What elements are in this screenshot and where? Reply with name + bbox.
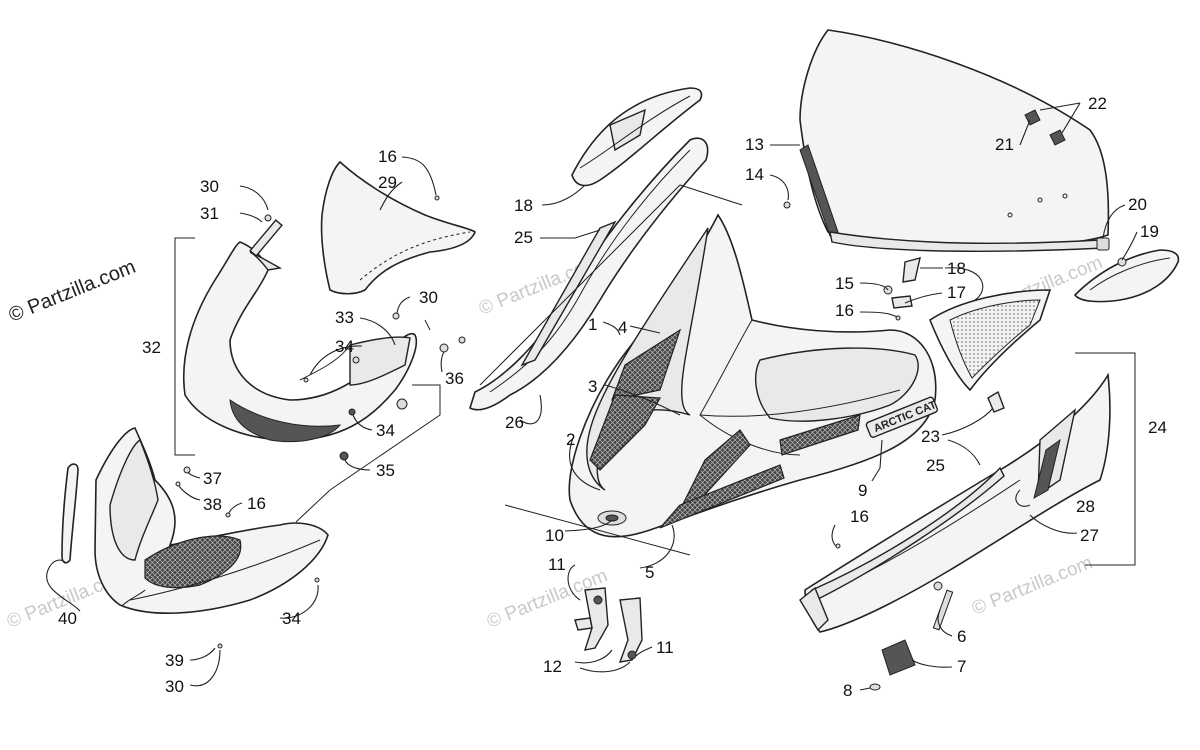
callout-label: 10 <box>545 526 564 545</box>
callout-label: 24 <box>1148 418 1167 437</box>
nose-trim-strip-part <box>61 463 79 564</box>
watermark-faint: © Partzilla.com <box>969 552 1096 619</box>
callout-label: 20 <box>1128 195 1147 214</box>
callout-label: 8 <box>843 681 852 700</box>
callout-label: 34 <box>376 421 395 440</box>
callout-label: 33 <box>335 308 354 327</box>
callout-label: 29 <box>378 173 397 192</box>
callout-label: 39 <box>165 651 184 670</box>
callout-label: 11 <box>656 638 674 657</box>
callout-label: 1 <box>588 315 597 334</box>
callout-label: 16 <box>378 147 397 166</box>
callout-label: 17 <box>947 283 966 302</box>
callout-label: 36 <box>445 369 464 388</box>
callout-label: 21 <box>995 135 1014 154</box>
nose-upper-part <box>182 241 417 443</box>
callout-label: 34 <box>282 609 301 628</box>
callout-label: 11 <box>548 555 566 574</box>
nose-lower-part <box>94 427 329 615</box>
callout-label: 40 <box>58 609 77 628</box>
side-vent-right-part <box>929 289 1052 392</box>
callout-label: 5 <box>645 563 654 582</box>
callout-label: 25 <box>514 228 533 247</box>
callout-label: 4 <box>618 318 627 337</box>
callout-label: 27 <box>1080 526 1099 545</box>
callout-labels: 1 2 3 4 5 6 7 8 9 10 11 11 12 13 14 15 1… <box>58 94 1167 700</box>
callout-label: 28 <box>1076 497 1095 516</box>
callout-label: 15 <box>835 274 854 293</box>
callout-label: 2 <box>566 430 575 449</box>
callout-label: 32 <box>142 338 161 357</box>
callout-label: 34 <box>335 337 354 356</box>
callout-label: 31 <box>200 204 219 223</box>
callout-label: 16 <box>835 301 854 320</box>
hood-fin-part <box>571 87 703 187</box>
hardware-fasteners <box>175 109 1066 649</box>
callout-label: 26 <box>505 413 524 432</box>
callout-label: 16 <box>247 494 266 513</box>
watermark-main: © Partzilla.com <box>6 256 139 327</box>
callout-label: 30 <box>419 288 438 307</box>
callout-label: 14 <box>745 165 764 184</box>
callout-label: 6 <box>957 627 966 646</box>
callout-label: 7 <box>957 657 966 676</box>
side-panel-right-part <box>799 372 1111 633</box>
callout-label: 18 <box>514 196 533 215</box>
callout-label: 37 <box>203 469 222 488</box>
callout-label: 18 <box>947 259 966 278</box>
nose-cover-part <box>320 160 476 295</box>
hood-side-strip-left-part <box>469 137 709 411</box>
windshield-part <box>799 29 1110 253</box>
callout-label: 35 <box>376 461 395 480</box>
callout-label: 13 <box>745 135 764 154</box>
callout-label: 22 <box>1088 94 1107 113</box>
bracket-part <box>574 587 643 663</box>
callout-label: 30 <box>165 677 184 696</box>
callout-label: 12 <box>543 657 562 676</box>
leader-lines <box>46 102 1138 691</box>
callout-label: 19 <box>1140 222 1159 241</box>
callout-label: 9 <box>858 481 867 500</box>
callout-label: 25 <box>926 456 945 475</box>
callout-label: 38 <box>203 495 222 514</box>
callout-label: 23 <box>921 427 940 446</box>
callout-label: 16 <box>850 507 869 526</box>
callout-label: 30 <box>200 177 219 196</box>
callout-label: 3 <box>588 377 597 396</box>
mirror-part <box>1073 237 1180 303</box>
hood-part: ARCTIC CAT <box>568 213 938 538</box>
